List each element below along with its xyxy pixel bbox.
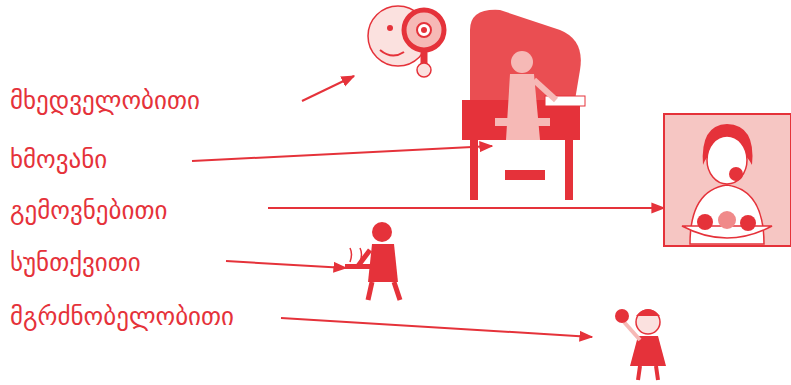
woman-face bbox=[707, 136, 747, 184]
girl-legs bbox=[638, 366, 658, 380]
hand bbox=[417, 63, 431, 77]
steam bbox=[350, 248, 362, 262]
vision-illustration bbox=[368, 6, 444, 77]
smell-illustration bbox=[345, 222, 400, 300]
hearing-illustration bbox=[462, 10, 585, 200]
sense-label: გემოვნებითი bbox=[10, 196, 167, 226]
leader-arrow bbox=[302, 76, 354, 101]
leader-arrow bbox=[268, 207, 664, 209]
leader-arrows bbox=[192, 76, 664, 337]
leader-arrow bbox=[226, 261, 346, 268]
girl-dress bbox=[630, 336, 666, 366]
waiter-legs bbox=[368, 282, 400, 300]
apple bbox=[615, 309, 629, 323]
fruit bbox=[718, 211, 736, 229]
fruit bbox=[697, 214, 713, 230]
sense-label: სუნთქვითი bbox=[10, 248, 141, 278]
leader-arrow bbox=[281, 318, 592, 337]
pianist-head bbox=[511, 51, 533, 73]
girl-hair bbox=[636, 309, 660, 316]
girl-arm bbox=[624, 322, 640, 340]
pianist-arm bbox=[534, 80, 556, 100]
piano-leg bbox=[470, 140, 478, 200]
sense-label: ხმოვანი bbox=[10, 145, 107, 175]
waiter-body bbox=[368, 244, 398, 282]
piano-stool bbox=[505, 170, 545, 180]
leader-arrow bbox=[192, 146, 492, 161]
eye bbox=[387, 25, 393, 31]
piano-leg bbox=[565, 140, 573, 200]
magnified-eye bbox=[417, 23, 431, 37]
tray bbox=[345, 264, 373, 269]
food bbox=[729, 167, 743, 181]
smile bbox=[380, 50, 404, 56]
picture-frame bbox=[664, 114, 791, 246]
waiter-arm bbox=[358, 250, 370, 266]
girl-head bbox=[636, 310, 660, 334]
sense-label: მხედველობითი bbox=[10, 86, 200, 116]
waiter-head bbox=[372, 222, 392, 242]
sense-label: მგრძნობელობითი bbox=[10, 302, 234, 332]
touch-illustration bbox=[615, 309, 666, 380]
taste-illustration bbox=[664, 114, 791, 246]
fruit bbox=[740, 215, 756, 231]
magnifier-lens bbox=[404, 10, 444, 50]
pupil bbox=[421, 27, 427, 33]
